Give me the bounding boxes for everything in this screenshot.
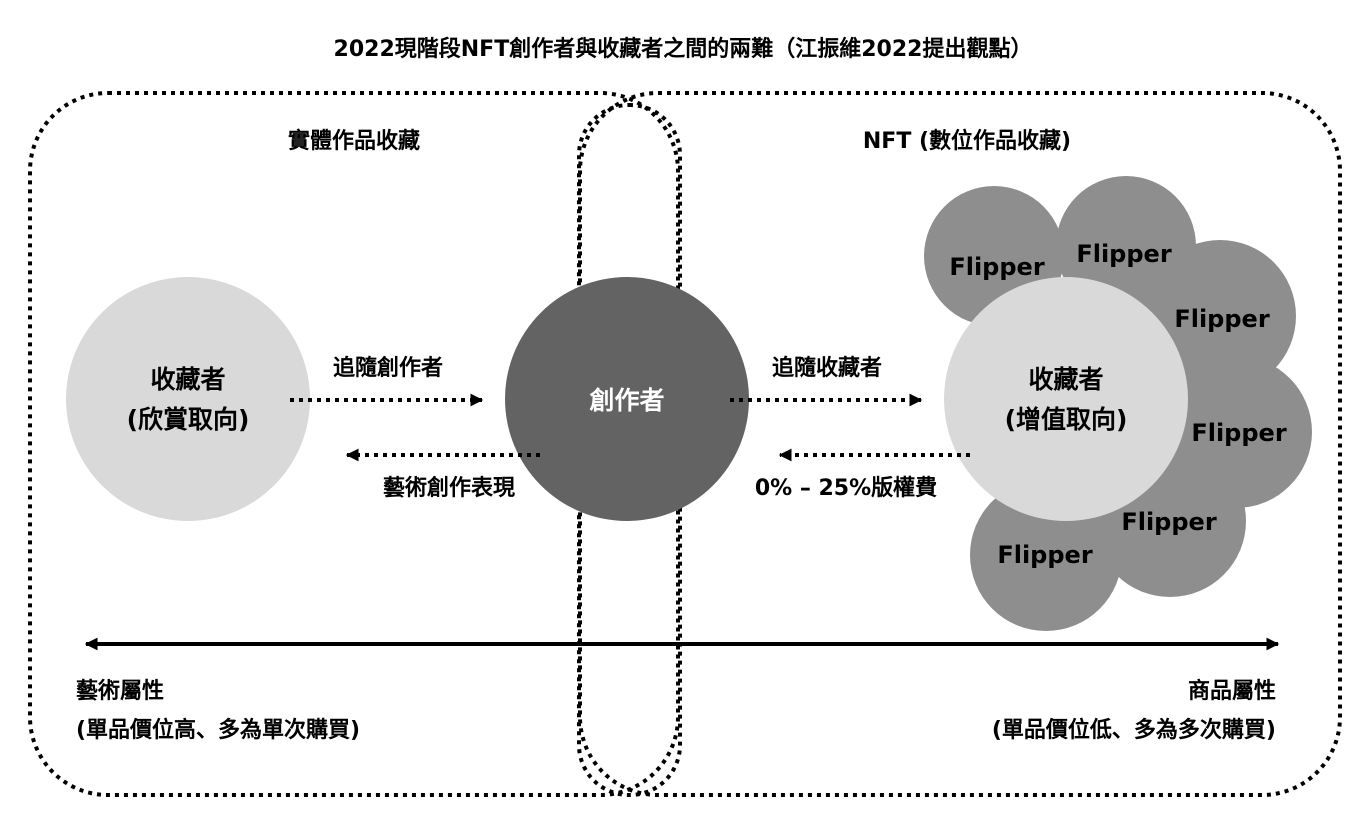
diagram-title: 2022現階段NFT創作者與收藏者之間的兩難（江振維2022提出觀點） — [334, 36, 1033, 62]
physical-collection-region — [28, 91, 680, 797]
collector-appreciation-value-circle — [944, 277, 1188, 521]
flipper-label: Flipper — [1076, 240, 1171, 268]
commodity-attribute-sublabel: (單品價位低、多為多次購買) — [992, 717, 1276, 743]
flipper-label: Flipper — [1191, 419, 1286, 447]
creator-label: 創作者 — [589, 386, 664, 415]
flipper-label: Flipper — [949, 253, 1044, 281]
flipper-label: Flipper — [1174, 305, 1269, 333]
nft-collection-region — [578, 91, 1342, 797]
art-expression-label: 藝術創作表現 — [383, 475, 515, 501]
art-attribute-label: 藝術屬性 — [76, 678, 164, 704]
collector-appreciation-sublabel: (欣賞取向) — [127, 405, 250, 434]
flipper-cluster: Flipper Flipper Flipper Flipper Flipper … — [924, 176, 1312, 631]
collector-appreciation-label: 收藏者 — [150, 365, 225, 394]
art-attribute-sublabel: (單品價位高、多為單次購買) — [76, 717, 360, 743]
creator-circle — [505, 277, 749, 521]
collector-appreciation-circle — [66, 277, 310, 521]
nft-collection-label: NFT (數位作品收藏) — [863, 128, 1071, 154]
follow-creator-label: 追隨創作者 — [333, 355, 443, 381]
collector-value-label: 收藏者 — [1028, 365, 1103, 394]
flipper-circle — [1144, 240, 1296, 392]
commodity-attribute-label: 商品屬性 — [1188, 678, 1276, 704]
creator-overlap-capsule — [577, 103, 682, 797]
flipper-label: Flipper — [997, 541, 1092, 569]
collector-value-sublabel: (增值取向) — [1005, 405, 1128, 434]
flipper-label: Flipper — [1121, 508, 1216, 536]
royalty-label: 0% – 25%版權費 — [755, 475, 937, 501]
physical-collection-label: 實體作品收藏 — [288, 128, 420, 154]
follow-collector-label: 追隨收藏者 — [772, 355, 882, 381]
